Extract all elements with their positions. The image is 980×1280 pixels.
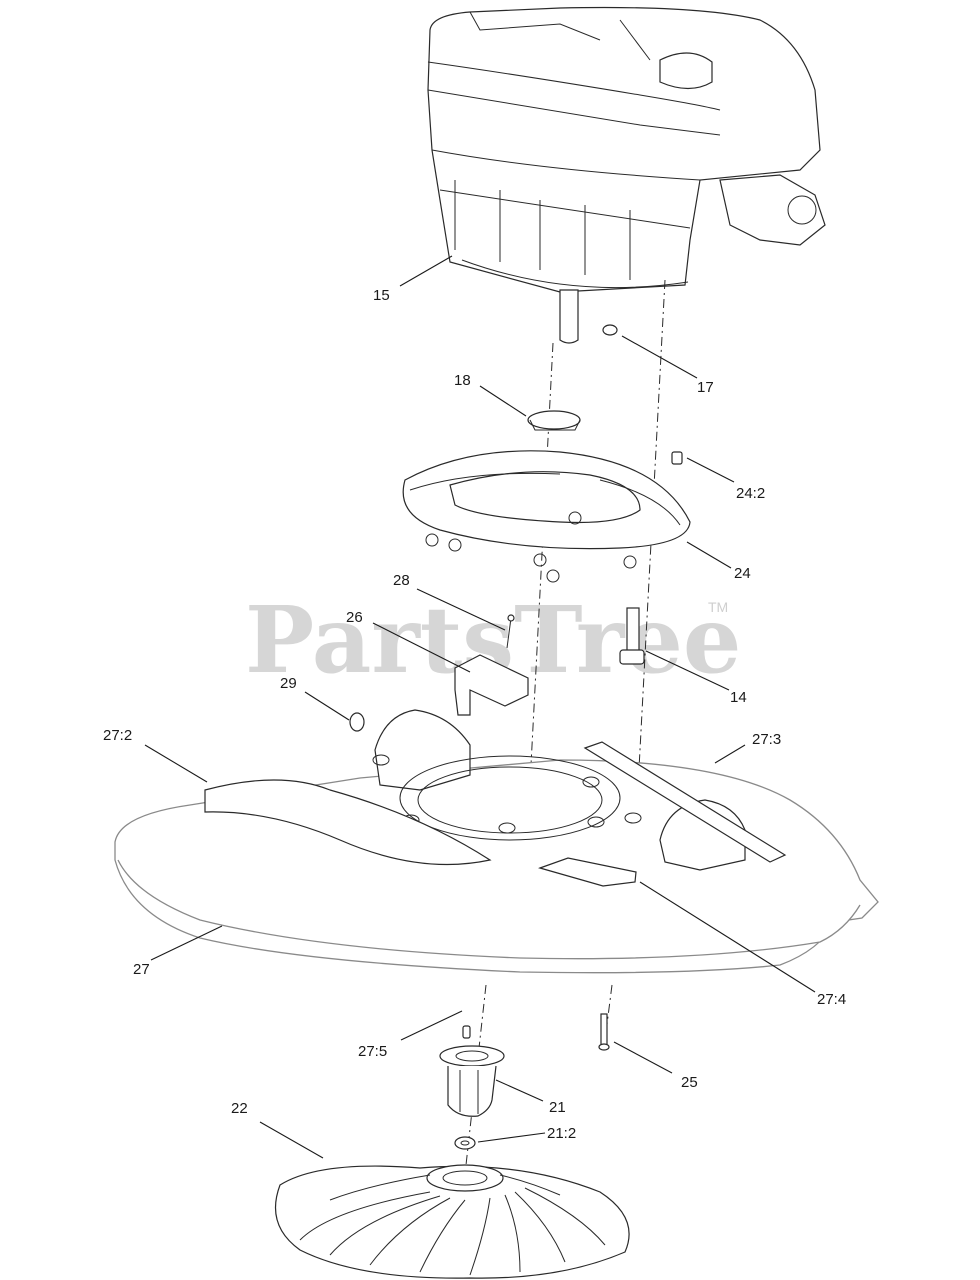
callout-24: 24 (734, 565, 751, 582)
deck-part-27[interactable] (114, 709, 879, 974)
leader-lines (144, 255, 816, 1159)
callout-24-2: 24:2 (736, 485, 765, 502)
pin-part-27-5[interactable] (462, 1025, 471, 1039)
callout-26: 26 (346, 609, 363, 626)
adapter-part-21[interactable] (439, 1045, 505, 1117)
label-part-27-4[interactable] (538, 857, 637, 887)
watermark-trademark: TM (708, 599, 728, 615)
callout-15: 15 (373, 287, 390, 304)
callout-17: 17 (697, 379, 714, 396)
callout-labels: 15 17 18 24:2 24 28 26 14 29 27:2 27:3 2… (103, 287, 846, 1142)
callout-27-3: 27:3 (752, 731, 781, 748)
bracket-part-26[interactable] (454, 654, 529, 716)
callout-21-2: 21:2 (547, 1125, 576, 1142)
callout-14: 14 (730, 689, 747, 706)
decal-part-27-3[interactable] (583, 741, 787, 863)
decal-part-27-2[interactable] (204, 779, 492, 866)
engine-part-15[interactable] (427, 6, 826, 344)
pin-part-24-2[interactable] (671, 451, 683, 465)
washer-part-29[interactable] (349, 712, 365, 732)
callout-27-4: 27:4 (817, 991, 846, 1008)
bolt-part-14[interactable] (619, 607, 645, 665)
callout-21: 21 (549, 1099, 566, 1116)
washer-part-21-2[interactable] (454, 1136, 476, 1150)
callout-27-2: 27:2 (103, 727, 132, 744)
screw-part-28[interactable] (506, 614, 515, 649)
bolt-part-25[interactable] (598, 1013, 610, 1051)
mount-ring-part-24[interactable] (402, 450, 691, 583)
seal-part-18[interactable] (527, 410, 581, 431)
callout-18: 18 (454, 372, 471, 389)
callout-29: 29 (280, 675, 297, 692)
callout-22: 22 (231, 1100, 248, 1117)
callout-25: 25 (681, 1074, 698, 1091)
callout-27-5: 27:5 (358, 1043, 387, 1060)
fan-part-22[interactable] (274, 1164, 630, 1279)
callout-28: 28 (393, 572, 410, 589)
callout-27: 27 (133, 961, 150, 978)
